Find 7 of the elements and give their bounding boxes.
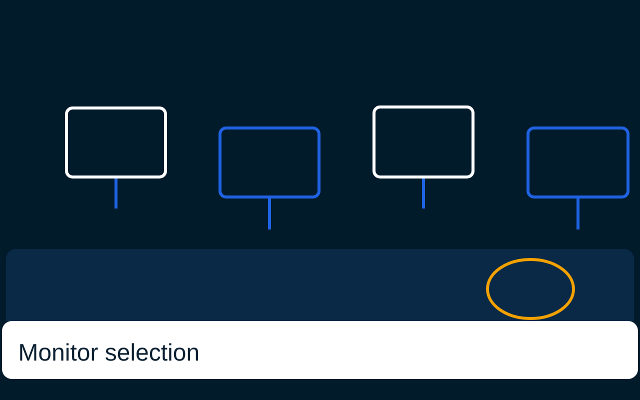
monitor [218,126,320,230]
monitor [372,106,474,208]
monitor [526,126,630,230]
highlight-ellipse [486,258,575,320]
panel [6,249,634,321]
caption-bar: Monitor selection [2,321,638,379]
monitor [65,106,167,208]
